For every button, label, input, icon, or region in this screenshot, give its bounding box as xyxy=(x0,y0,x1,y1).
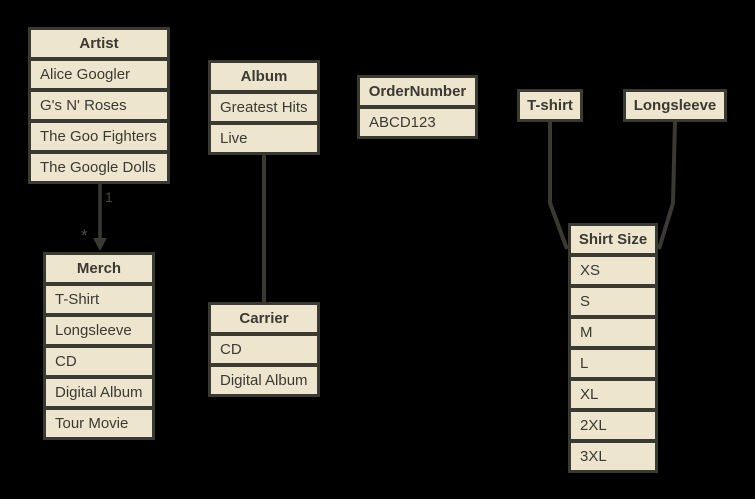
table-row: Tour Movie xyxy=(46,410,152,437)
node-tshirt-label: T-shirt xyxy=(520,92,580,119)
table-row: 2XL xyxy=(571,412,655,439)
table-merch-header: Merch xyxy=(46,255,152,282)
table-row: L xyxy=(571,350,655,377)
table-row: ABCD123 xyxy=(360,109,475,136)
table-row: Greatest Hits xyxy=(211,94,317,121)
table-row: M xyxy=(571,319,655,346)
node-tshirt: T-shirt xyxy=(517,89,583,122)
node-longsleeve-label: Longsleeve xyxy=(626,92,724,119)
table-row: Live xyxy=(211,125,317,152)
table-row: The Goo Fighters xyxy=(31,123,167,150)
arrowhead-icon xyxy=(93,238,107,251)
table-row: The Google Dolls xyxy=(31,154,167,181)
table-row: 3XL xyxy=(571,443,655,470)
node-longsleeve: Longsleeve xyxy=(623,89,727,122)
table-row: CD xyxy=(46,348,152,375)
table-album-header: Album xyxy=(211,63,317,90)
tshirt-shirtsize-connector xyxy=(548,120,569,250)
table-row: Digital Album xyxy=(211,367,317,394)
table-ordernumber-header: OrderNumber xyxy=(360,78,475,105)
table-carrier: Carrier CD Digital Album xyxy=(208,302,320,397)
table-row: XS xyxy=(571,257,655,284)
multiplicity-one-label: 1 xyxy=(105,189,113,205)
multiplicity-many-label: * xyxy=(81,226,88,245)
table-row: G's N' Roses xyxy=(31,92,167,119)
table-row: CD xyxy=(211,336,317,363)
table-row: Digital Album xyxy=(46,379,152,406)
table-carrier-header: Carrier xyxy=(211,305,317,332)
table-row: Alice Googler xyxy=(31,61,167,88)
table-row: T-Shirt xyxy=(46,286,152,313)
table-row: S xyxy=(571,288,655,315)
table-shirtsize-header: Shirt Size xyxy=(571,226,655,253)
table-row: Longsleeve xyxy=(46,317,152,344)
table-artist-header: Artist xyxy=(31,30,167,57)
table-row: XL xyxy=(571,381,655,408)
longsleeve-shirtsize-connector xyxy=(657,119,677,250)
table-ordernumber: OrderNumber ABCD123 xyxy=(357,75,478,139)
